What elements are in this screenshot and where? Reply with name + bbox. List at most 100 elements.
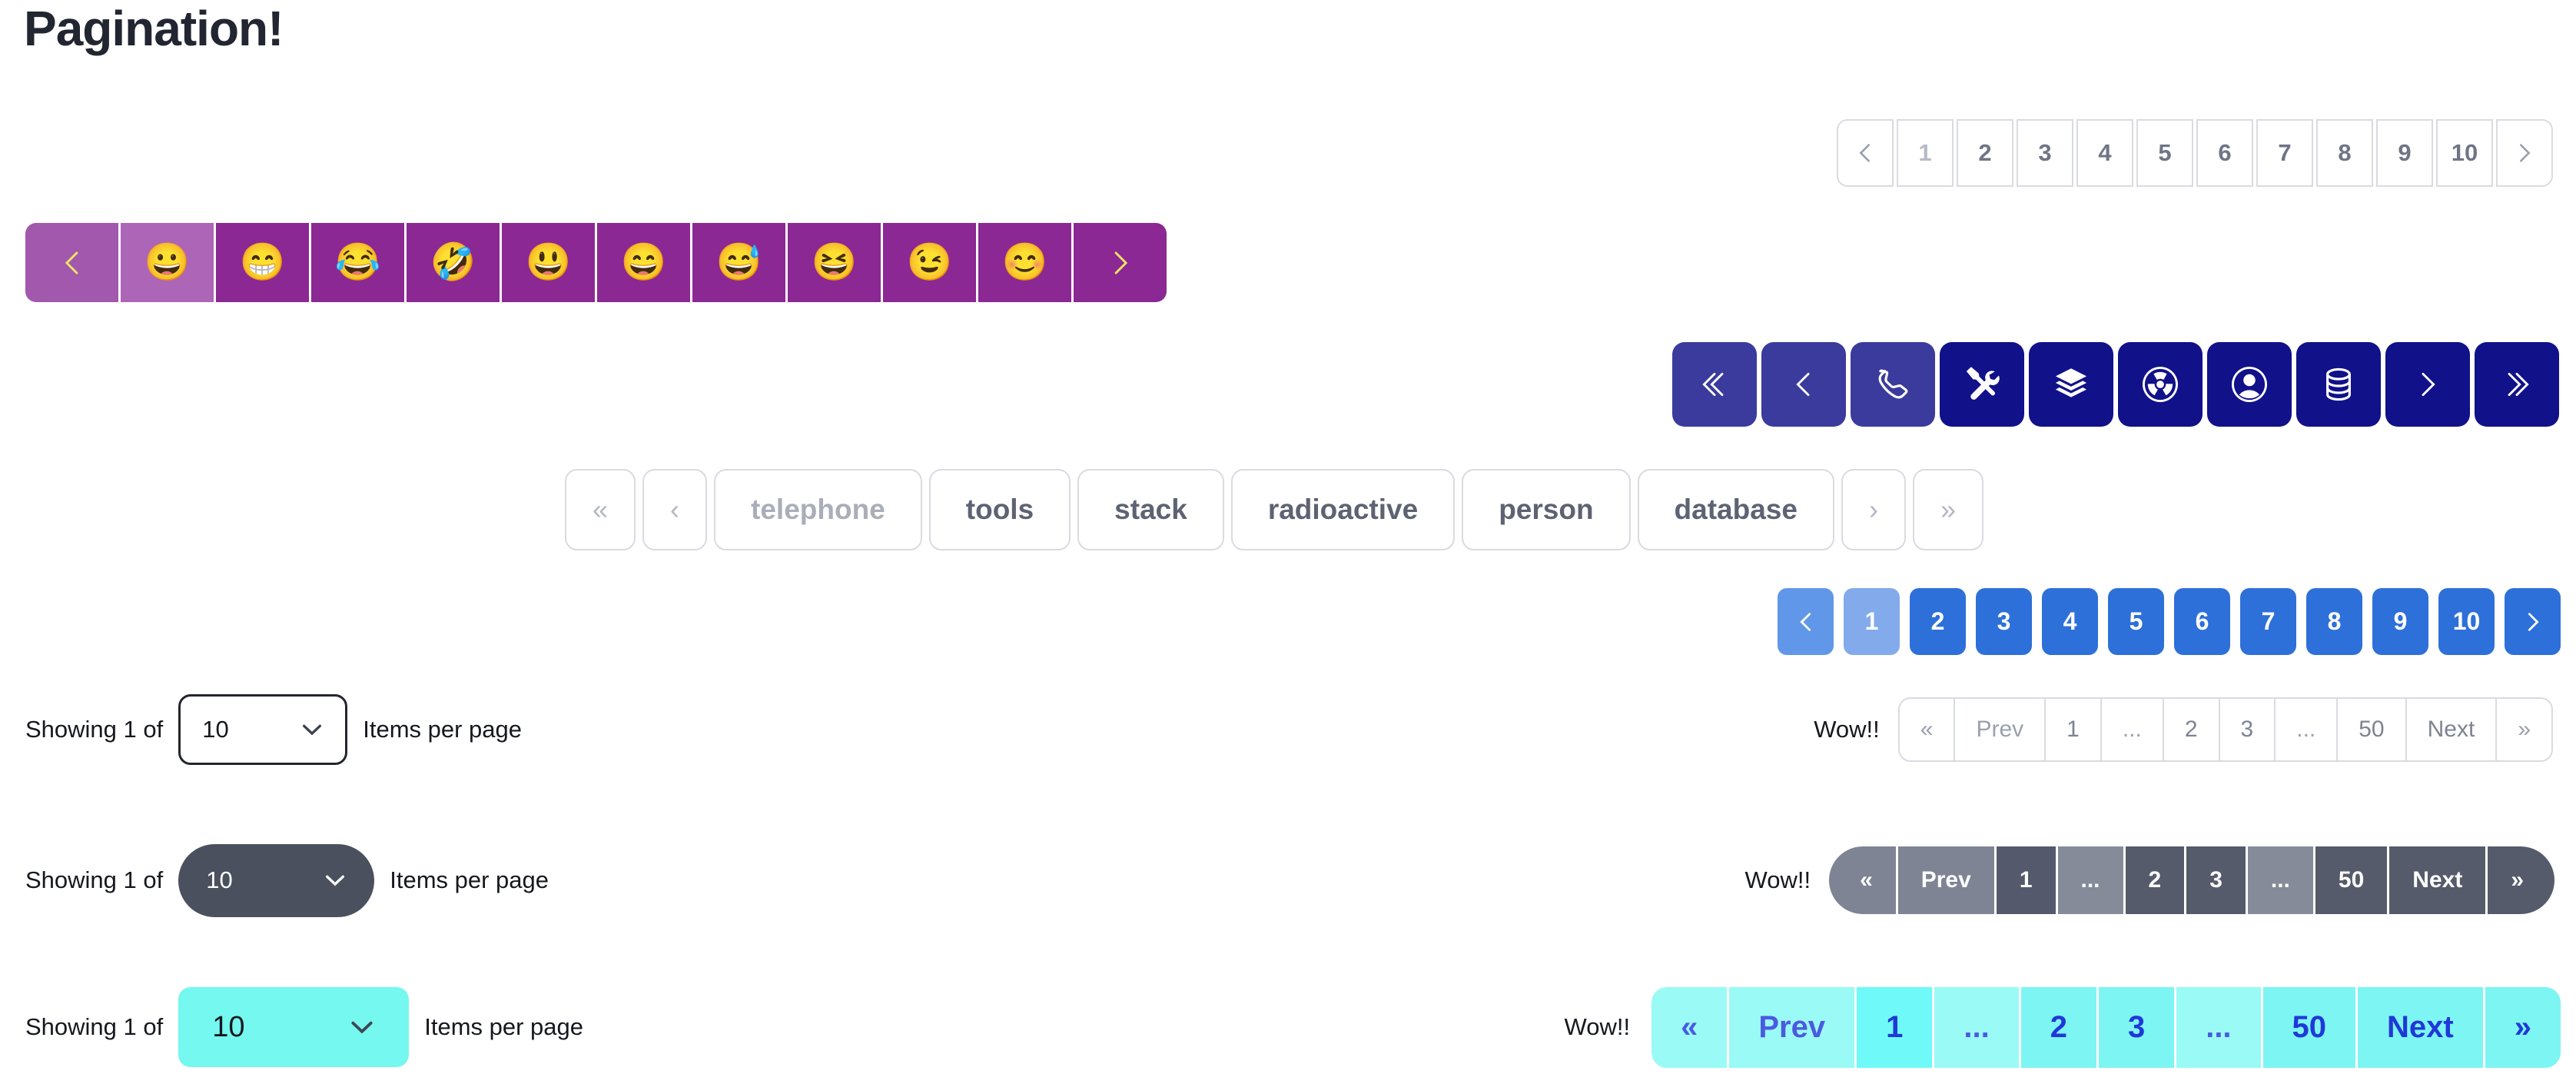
pagination-blue: 1 2 3 4 5 6 7 8 9 10 <box>1778 588 2561 655</box>
next-page-button[interactable] <box>2496 119 2553 187</box>
page-button-telephone-current[interactable]: telephone <box>714 469 922 550</box>
page-button-5[interactable]: 5 <box>2108 588 2164 655</box>
page-button-4[interactable]: 4 <box>2076 119 2133 187</box>
emoji-page-button-current[interactable]: 😀 <box>121 223 214 302</box>
database-icon <box>2326 367 2351 401</box>
page-button-10[interactable]: 10 <box>2438 588 2495 655</box>
prev-page-button[interactable]: Prev <box>1897 846 1994 914</box>
page-button-9[interactable]: 9 <box>2372 588 2428 655</box>
items-per-page-select[interactable]: 10 <box>178 694 348 765</box>
pagination-text: « ‹ telephone tools stack radioactive pe… <box>565 469 1983 550</box>
chevron-down-icon <box>351 1021 373 1034</box>
page-button-1-current[interactable]: 1 <box>1844 588 1900 655</box>
last-page-button[interactable]: » <box>2495 697 2553 762</box>
page-button-1-current[interactable]: 1 <box>1996 846 2056 914</box>
page-button-tools[interactable]: tools <box>928 469 1071 550</box>
prev-page-button[interactable] <box>1761 342 1846 427</box>
next-page-button[interactable]: Next <box>2405 697 2498 762</box>
first-page-button[interactable]: « <box>1651 986 1728 1068</box>
page-button-3[interactable]: 3 <box>1976 588 2032 655</box>
next-page-button[interactable]: Next <box>2358 986 2483 1068</box>
page-button-telephone-current[interactable] <box>1851 342 1935 427</box>
page-button-1-current[interactable]: 1 <box>1897 119 1954 187</box>
page-button-5[interactable]: 5 <box>2136 119 2193 187</box>
ellipsis-button: ... <box>2100 697 2164 762</box>
page-button-8[interactable]: 8 <box>2316 119 2373 187</box>
page-button-1-current[interactable]: 1 <box>2044 697 2102 762</box>
wow-label: Wow!! <box>1744 866 1811 893</box>
pagination-emoji: 😀 😁 😂 🤣 😃 😄 😅 😆 😉 😊 <box>25 223 1167 302</box>
page-button-person[interactable]: person <box>1462 469 1631 550</box>
last-page-button[interactable]: » <box>1912 469 1983 550</box>
pagination-icons <box>1672 342 2559 427</box>
first-page-button[interactable]: « <box>1829 846 1896 914</box>
page-button-2[interactable]: 2 <box>2020 986 2096 1068</box>
page-button-radioactive[interactable] <box>2118 342 2203 427</box>
next-page-button[interactable] <box>2505 588 2561 655</box>
page-button-2[interactable]: 2 <box>2162 697 2220 762</box>
page-button-radioactive[interactable]: radioactive <box>1230 469 1456 550</box>
emoji-page-button[interactable]: 😄 <box>597 223 690 302</box>
chevron-left-icon <box>1859 144 1870 162</box>
page-button-50[interactable]: 50 <box>2262 986 2356 1068</box>
page-button-7[interactable]: 7 <box>2256 119 2313 187</box>
chevron-double-left-icon <box>1702 372 1724 397</box>
emoji-page-button[interactable]: 🤣 <box>407 223 500 302</box>
page-button-8[interactable]: 8 <box>2306 588 2362 655</box>
showing-label: Showing 1 of <box>25 1013 164 1040</box>
wow-pager-group: Wow!! « Prev 1 ... 2 3 ... 50 Next » <box>1565 986 2561 1068</box>
emoji-page-button[interactable]: 😊 <box>978 223 1071 302</box>
page-button-stack[interactable]: stack <box>1077 469 1224 550</box>
emoji-page-button[interactable]: 😆 <box>788 223 881 302</box>
page-button-7[interactable]: 7 <box>2240 588 2296 655</box>
last-page-button[interactable]: » <box>2485 986 2561 1068</box>
chevron-double-right-icon <box>2508 372 2529 397</box>
next-page-button[interactable] <box>1074 223 1167 302</box>
page-button-3[interactable]: 3 <box>2218 697 2276 762</box>
prev-page-button[interactable] <box>1837 119 1894 187</box>
last-page-button[interactable]: » <box>2488 846 2554 914</box>
page-button-database[interactable]: database <box>1637 469 1834 550</box>
page-button-3[interactable]: 3 <box>2098 986 2175 1068</box>
page-button-3[interactable]: 3 <box>2186 846 2246 914</box>
emoji-page-button[interactable]: 😂 <box>311 223 404 302</box>
page-button-person[interactable] <box>2207 342 2292 427</box>
emoji-page-button[interactable]: 😅 <box>692 223 785 302</box>
prev-page-button[interactable]: ‹ <box>642 469 708 550</box>
first-page-button[interactable]: « <box>1897 697 1956 762</box>
page-button-50[interactable]: 50 <box>2315 846 2388 914</box>
page-button-6[interactable]: 6 <box>2196 119 2253 187</box>
page-button-tools[interactable] <box>1940 342 2024 427</box>
emoji-page-button[interactable]: 😃 <box>502 223 595 302</box>
page-button-1-current[interactable]: 1 <box>1857 986 1933 1068</box>
last-page-button[interactable] <box>2475 342 2559 427</box>
prev-page-button[interactable] <box>25 223 118 302</box>
select-value: 10 <box>202 716 229 743</box>
page-button-stack[interactable] <box>2029 342 2113 427</box>
items-per-page-select[interactable]: 10 <box>178 987 410 1067</box>
page-button-9[interactable]: 9 <box>2376 119 2433 187</box>
page-button-3[interactable]: 3 <box>2017 119 2073 187</box>
page-button-10[interactable]: 10 <box>2436 119 2493 187</box>
next-page-button[interactable]: › <box>1841 469 1906 550</box>
first-page-button[interactable]: « <box>565 469 636 550</box>
page-title: Pagination! <box>24 1 284 56</box>
prev-page-button[interactable]: Prev <box>1954 697 2047 762</box>
next-page-button[interactable] <box>2385 342 2470 427</box>
page-button-50[interactable]: 50 <box>2336 697 2407 762</box>
page-button-6[interactable]: 6 <box>2174 588 2230 655</box>
next-page-button[interactable]: Next <box>2389 846 2486 914</box>
first-page-button[interactable] <box>1672 342 1757 427</box>
select-value: 10 <box>206 866 233 893</box>
page-button-4[interactable]: 4 <box>2042 588 2098 655</box>
page-button-2[interactable]: 2 <box>2125 846 2185 914</box>
prev-page-button[interactable] <box>1778 588 1834 655</box>
prev-page-button[interactable]: Prev <box>1729 986 1855 1068</box>
page-button-database[interactable] <box>2296 342 2381 427</box>
page-button-2[interactable]: 2 <box>1910 588 1966 655</box>
wow-pager-group: Wow!! « Prev 1 ... 2 3 ... 50 Next » <box>1744 846 2554 914</box>
page-button-2[interactable]: 2 <box>1957 119 2013 187</box>
items-per-page-select[interactable]: 10 <box>178 843 375 917</box>
emoji-page-button[interactable]: 😉 <box>883 223 976 302</box>
emoji-page-button[interactable]: 😁 <box>216 223 309 302</box>
